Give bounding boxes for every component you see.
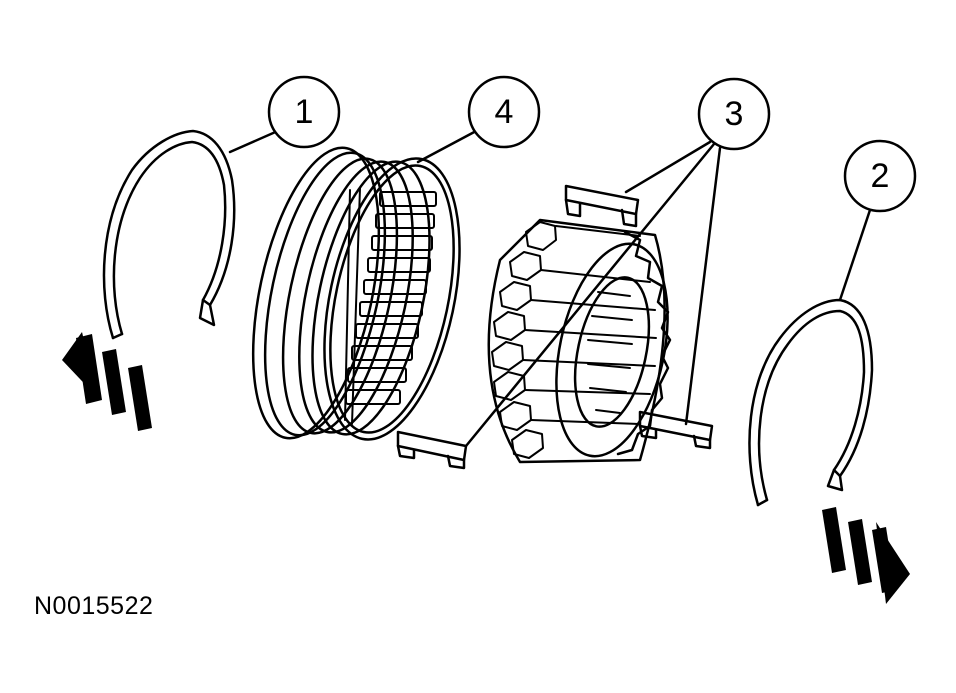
callout-2-label: 2 bbox=[871, 157, 890, 195]
callout-4-label: 4 bbox=[495, 93, 514, 131]
callout-3: 3 bbox=[697, 77, 771, 151]
direction-arrow-left bbox=[62, 332, 152, 431]
figure-id-label: N0015522 bbox=[34, 592, 154, 620]
synchronizer-hub bbox=[487, 218, 672, 464]
synchronizer-sleeve bbox=[251, 146, 461, 441]
snap-ring-right bbox=[748, 298, 874, 507]
leader-line-2 bbox=[838, 202, 874, 302]
direction-arrow-right bbox=[822, 507, 910, 604]
callout-1-label: 1 bbox=[295, 93, 314, 131]
callout-4: 4 bbox=[467, 75, 541, 149]
callout-2: 2 bbox=[843, 139, 917, 213]
insert-key-top bbox=[564, 184, 640, 228]
snap-ring-left bbox=[102, 129, 236, 340]
leader-line-4 bbox=[416, 128, 480, 164]
insert-key-left bbox=[396, 430, 468, 470]
leader-line-1 bbox=[228, 128, 282, 154]
callout-1: 1 bbox=[267, 75, 341, 149]
insert-key-right bbox=[638, 410, 714, 450]
callout-3-label: 3 bbox=[725, 95, 744, 133]
leader-lines-3 bbox=[464, 140, 722, 448]
